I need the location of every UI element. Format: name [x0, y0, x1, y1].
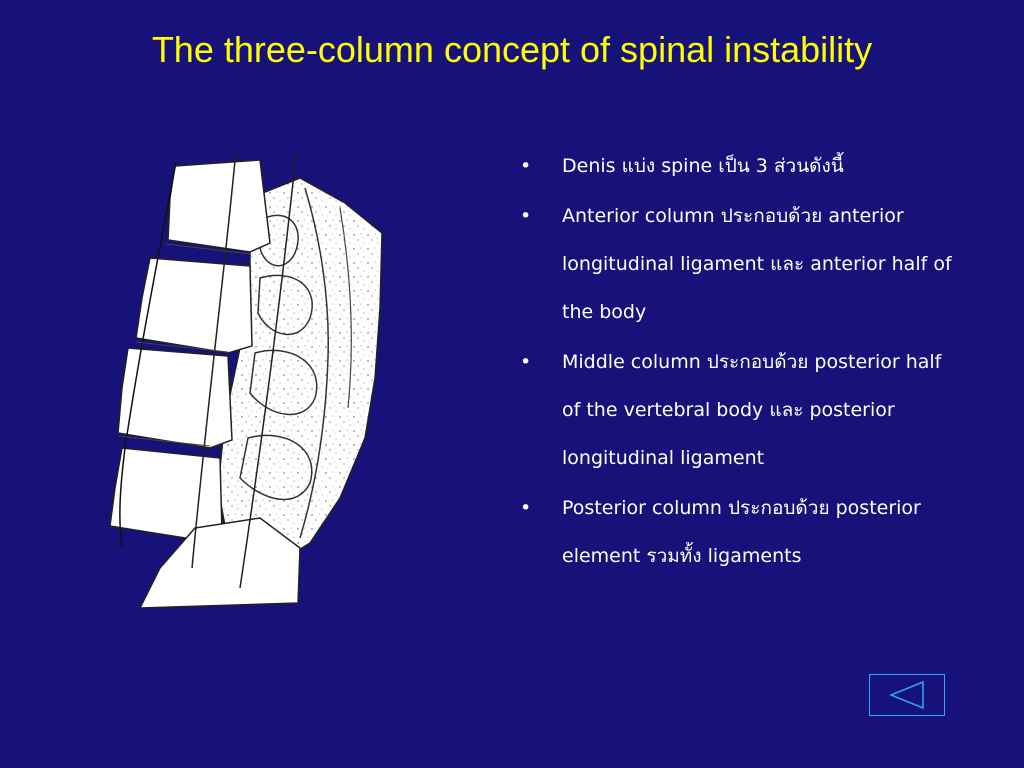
back-triangle-icon	[889, 680, 924, 710]
bullet-item: • Anterior column ประกอบด้วย anterior lo…	[520, 192, 960, 336]
bullet-text: Denis แบ่ง spine เป็น 3 ส่วนดังนี้	[562, 155, 844, 177]
bullet-item: • Middle column ประกอบด้วย posterior hal…	[520, 338, 960, 482]
bullet-text: Middle column ประกอบด้วย posterior half …	[562, 351, 942, 469]
bullet-marker: •	[520, 155, 532, 177]
bullet-text: Anterior column ประกอบด้วย anterior long…	[562, 205, 952, 323]
bullet-marker: •	[520, 497, 532, 519]
bullet-item: • Posterior column ประกอบด้วย posterior …	[520, 484, 960, 580]
slide-title: The three-column concept of spinal insta…	[151, 29, 873, 70]
bullet-marker: •	[520, 205, 532, 227]
bullet-text: Posterior column ประกอบด้วย posterior el…	[562, 497, 921, 567]
bullet-marker: •	[520, 351, 532, 373]
bullet-list: • Denis แบ่ง spine เป็น 3 ส่วนดังนี้ • A…	[520, 142, 960, 582]
spine-illustration	[100, 148, 392, 608]
bullet-item: • Denis แบ่ง spine เป็น 3 ส่วนดังนี้	[520, 142, 960, 190]
back-button[interactable]	[869, 674, 945, 716]
